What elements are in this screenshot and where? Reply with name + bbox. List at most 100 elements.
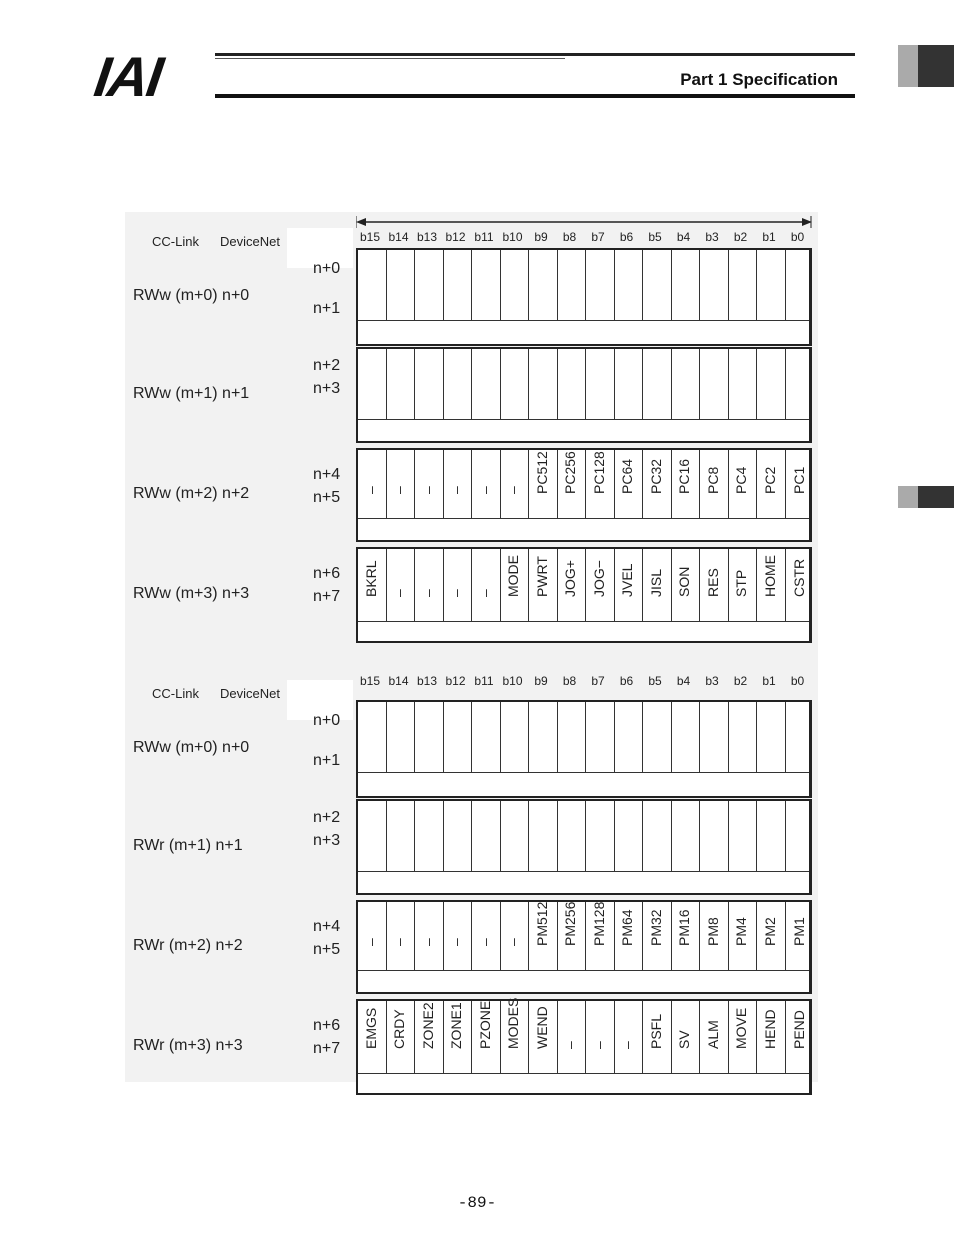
bit-cell: PC1 — [786, 450, 815, 518]
bit-signal-label: PZONE — [476, 1000, 493, 1049]
bit-label-b7: b7 — [591, 230, 605, 244]
bit-cell: MODES — [501, 997, 529, 1073]
register-block — [356, 248, 812, 346]
bit-cell — [472, 349, 501, 419]
bit-cell: SON — [672, 549, 700, 621]
bit-cell — [643, 250, 672, 320]
bit-signal-label: PM16 — [676, 909, 693, 946]
bit-signal-label: MODES — [505, 997, 522, 1049]
bit-cell — [586, 702, 615, 772]
bit-cell — [757, 349, 786, 419]
register-block — [356, 347, 812, 443]
bit-cell — [757, 801, 786, 871]
bit-cell: PM64 — [615, 902, 643, 970]
bit-cell — [472, 702, 501, 772]
devicenet-word-label: n+3 — [313, 832, 341, 849]
bit-cell — [672, 349, 700, 419]
bit-cell: PC256 — [558, 450, 586, 518]
bit-signal-label: HEND — [761, 1009, 778, 1049]
bit-cell — [615, 801, 643, 871]
bit-label-b11: b11 — [474, 674, 494, 688]
bit-cell: PM32 — [643, 902, 672, 970]
bit-cell — [615, 250, 643, 320]
bit-cell — [700, 250, 729, 320]
row-divider — [358, 970, 809, 971]
bit-label-b15: b15 — [359, 230, 381, 244]
bit-cell: – — [501, 902, 529, 970]
bit-cell: – — [358, 450, 387, 518]
bit-label-b9: b9 — [534, 230, 548, 244]
header-rule-bottom — [215, 94, 855, 98]
bit-cell: WEND — [529, 1001, 558, 1073]
devicenet-word-label: n+5 — [313, 941, 341, 958]
devicenet-word-label: n+2 — [313, 809, 341, 826]
bit-signal-label: ZONE2 — [419, 1002, 436, 1049]
row-divider — [358, 1073, 809, 1074]
bit-signal-label: PSFL — [647, 1013, 664, 1049]
register-block — [356, 799, 812, 895]
bit-signal-label: – — [476, 589, 493, 597]
bit-cell — [729, 349, 757, 419]
bit-label-b6: b6 — [619, 230, 634, 244]
bit-cell — [643, 349, 672, 419]
col-header-cclink: CC-Link — [152, 234, 199, 249]
bit-cell: PM2 — [757, 902, 786, 970]
side-tab-top — [918, 45, 954, 87]
bit-cell — [586, 349, 615, 419]
register-block — [356, 700, 812, 798]
devicenet-word-label: n+2 — [313, 357, 341, 374]
col-header-cclink: CC-Link — [152, 686, 199, 701]
bit-signal-label: – — [448, 486, 465, 494]
bit-signal-label: JISL — [647, 568, 664, 597]
bit-cell — [558, 250, 586, 320]
header-box — [287, 680, 353, 720]
bit-cell — [501, 702, 529, 772]
bit-cell — [729, 250, 757, 320]
bit-cell: PEND — [786, 1001, 815, 1073]
bit-signal-label: – — [505, 486, 522, 494]
bit-cell — [529, 702, 558, 772]
bit-signal-label: PC8 — [704, 466, 721, 494]
cclink-register-label: RWr (m+1) n+1 — [133, 837, 243, 854]
bit-cell — [700, 349, 729, 419]
bit-cell — [472, 250, 501, 320]
col-header-devicenet: DeviceNet — [220, 686, 280, 701]
bit-signal-label: CRDY — [391, 1009, 408, 1049]
devicenet-word-label: n+1 — [313, 752, 341, 769]
bit-cell — [615, 349, 643, 419]
cclink-register-label: RWw (m+1) n+1 — [133, 385, 250, 402]
bit-cell — [672, 250, 700, 320]
bit-label-b11: b11 — [474, 230, 494, 244]
bit-label-b7: b7 — [591, 674, 605, 688]
bit-signal-label: – — [448, 938, 465, 946]
devicenet-word-label: n+5 — [313, 489, 341, 506]
bit-signal-label: – — [619, 1041, 636, 1049]
bit-signal-label: WEND — [533, 1006, 550, 1049]
bit-cell — [672, 702, 700, 772]
bit-label-b8: b8 — [562, 674, 577, 688]
bit-signal-label: – — [391, 486, 408, 494]
bit-signal-label: STP — [733, 569, 750, 597]
page-header: IAI Part 1 Specification — [91, 45, 860, 108]
devicenet-word-label: n+7 — [313, 1040, 341, 1057]
bit-cell: – — [387, 902, 415, 970]
bit-cell: – — [501, 450, 529, 518]
bit-cell: – — [415, 549, 444, 621]
bit-cell: – — [387, 549, 415, 621]
bit-cell — [358, 801, 387, 871]
devicenet-word-label: n+3 — [313, 380, 341, 397]
bit-cell: PM8 — [700, 902, 729, 970]
bit-cell — [444, 702, 472, 772]
bit-cell: PC64 — [615, 450, 643, 518]
bit-cell: PC8 — [700, 450, 729, 518]
bit-cell: – — [358, 902, 387, 970]
bit-cell: BKRL — [358, 549, 387, 621]
bit-label-b10: b10 — [502, 674, 523, 688]
bit-cell: JVEL — [615, 549, 643, 621]
iai-logo: IAI — [90, 45, 166, 108]
bit-cell: – — [615, 1001, 643, 1073]
bit-range-arrow — [355, 215, 812, 246]
bit-label-b1: b1 — [762, 230, 776, 244]
